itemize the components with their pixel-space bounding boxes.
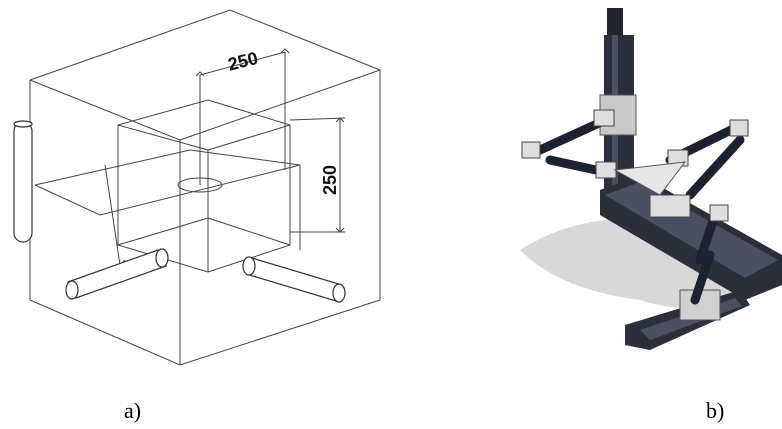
horizontal-linear-axis-1 — [600, 175, 782, 300]
left-bottom-cylinder — [65, 248, 169, 300]
left-vertical-cylinder — [13, 120, 33, 243]
vertical-dimension — [289, 117, 346, 233]
horizontal-linear-axis-2 — [625, 289, 750, 350]
joint-2 — [593, 109, 615, 127]
mid-plane — [34, 149, 301, 266]
joint-6 — [709, 204, 729, 222]
horizontal-dimension — [195, 48, 290, 185]
right-bottom-cylinder — [242, 256, 346, 303]
joint-7 — [649, 194, 691, 218]
inner-cube — [117, 99, 291, 273]
arm-lower — [690, 210, 720, 305]
outer-box — [29, 9, 381, 366]
joint-5 — [729, 119, 749, 137]
caption-a: a) — [124, 398, 142, 423]
dimension-label-vertical: 250 — [320, 165, 340, 195]
workspace-wireframe-diagram: 250 250 — [13, 9, 381, 366]
joint-3 — [595, 161, 617, 179]
parallel-robot-render — [520, 8, 782, 350]
end-effector-platform — [613, 161, 687, 196]
joint-1 — [521, 141, 541, 159]
caption-b: b) — [706, 398, 725, 423]
dimension-label-horizontal: 250 — [226, 48, 260, 75]
